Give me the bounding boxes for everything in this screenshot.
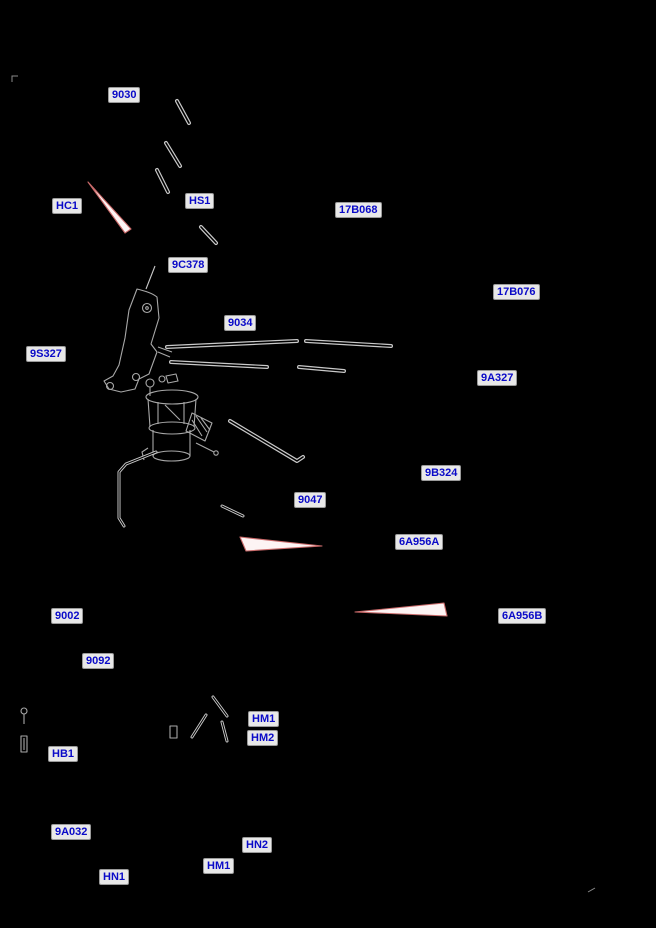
- bracket-stem: [145, 265, 156, 290]
- rod-segments-top: [155, 99, 218, 245]
- fuel-line-left: [117, 450, 158, 528]
- fuel-tubes-long: [165, 339, 393, 373]
- part-label-hc1[interactable]: HC1: [52, 198, 83, 214]
- corner-tick-top-left: [11, 75, 18, 82]
- part-label-9034[interactable]: 9034: [224, 315, 257, 331]
- part-label-6a956b[interactable]: 6A956B: [498, 608, 547, 624]
- part-label-hn1[interactable]: HN1: [99, 869, 130, 885]
- part-label-hs1[interactable]: HS1: [185, 193, 215, 209]
- part-label-9092[interactable]: 9092: [82, 653, 115, 669]
- part-label-hm2[interactable]: HM2: [247, 730, 279, 746]
- red-pointer-6a956b: [354, 602, 448, 617]
- mounting-bracket-part: [103, 288, 173, 393]
- part-label-17b076[interactable]: 17B076: [493, 284, 540, 300]
- part-label-9c378[interactable]: 9C378: [168, 257, 209, 273]
- part-label-6a956a[interactable]: 6A956A: [395, 534, 444, 550]
- part-label-hm1[interactable]: HM1: [248, 711, 280, 727]
- part-label-hn2[interactable]: HN2: [242, 837, 273, 853]
- fastener-pins-left: [20, 707, 28, 753]
- red-pointer-hc1: [87, 181, 132, 234]
- part-label-9002[interactable]: 9002: [51, 608, 84, 624]
- corner-tick-bottom-right: [587, 887, 596, 893]
- part-label-17b068[interactable]: 17B068: [335, 202, 382, 218]
- fuel-pump-module: [141, 373, 219, 462]
- part-label-9a032[interactable]: 9A032: [51, 824, 92, 840]
- hardware-bottom-center: [169, 695, 229, 743]
- rod-diagonal-mid: [228, 419, 305, 463]
- part-label-9047[interactable]: 9047: [294, 492, 327, 508]
- part-label-hm1[interactable]: HM1: [203, 858, 235, 874]
- part-label-9030[interactable]: 9030: [108, 87, 141, 103]
- part-label-9s327[interactable]: 9S327: [26, 346, 66, 362]
- rod-small-9047: [220, 504, 245, 518]
- part-label-9a327[interactable]: 9A327: [477, 370, 518, 386]
- part-label-hb1[interactable]: HB1: [48, 746, 79, 762]
- part-label-9b324[interactable]: 9B324: [421, 465, 462, 481]
- red-pointer-6a956a: [239, 536, 323, 552]
